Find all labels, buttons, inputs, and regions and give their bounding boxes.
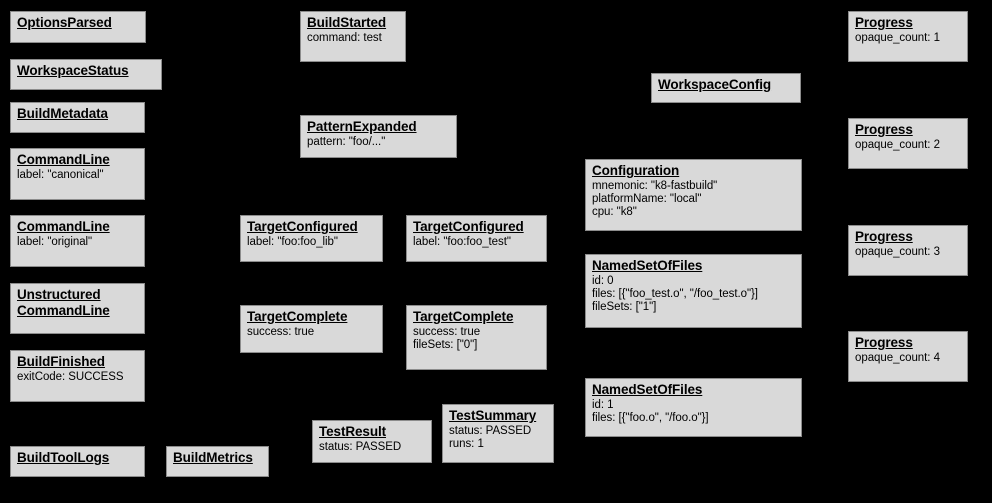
node-field: label: "canonical" [17,168,104,181]
node-title: CommandLine [17,152,110,167]
node-field: pattern: "foo/..." [307,135,386,148]
node-fields: label: "foo:foo_test" [413,236,540,249]
node-field: status: PASSED [449,424,532,437]
node-field: opaque_count: 3 [855,245,940,258]
node-fields: label: "canonical" [17,169,138,182]
node-title: Progress [855,229,913,244]
node-field: mnemonic: "k8-fastbuild" [592,179,718,192]
node-title: BuildStarted [307,15,387,30]
node-field: id: 0 [592,274,614,287]
node-workspace-status[interactable]: WorkspaceStatus [10,59,162,90]
node-fields: opaque_count: 3 [855,246,961,259]
node-field: status: PASSED [319,440,402,453]
node-field: fileSets: ["1"] [592,301,657,314]
node-title: BuildToolLogs [17,450,110,465]
node-title: Configuration [592,163,680,178]
node-field: label: "original" [17,235,93,248]
node-title: WorkspaceStatus [17,63,129,78]
node-fields: label: "original" [17,236,138,249]
node-title: BuildMetrics [173,450,253,465]
node-title: TargetConfigured [413,219,524,234]
node-field: command: test [307,31,382,44]
node-title: Progress [855,122,913,137]
node-title: BuildMetadata [17,106,108,121]
node-fields: mnemonic: "k8-fastbuild"platformName: "l… [592,180,795,220]
node-build-metadata[interactable]: BuildMetadata [10,102,145,133]
node-title: TargetComplete [247,309,348,324]
node-options-parsed[interactable]: OptionsParsed [10,11,146,43]
node-field: success: true [247,325,315,338]
node-field: cpu: "k8" [592,206,637,219]
node-field: opaque_count: 4 [855,351,940,364]
node-field: opaque_count: 2 [855,138,940,151]
node-title: OptionsParsed [17,15,112,30]
node-fields: status: PASSED [319,441,425,454]
node-field: success: true [413,325,481,338]
node-title: Progress [855,335,913,350]
node-build-tool-logs[interactable]: BuildToolLogs [10,446,145,477]
node-field: label: "foo:foo_lib" [247,235,338,248]
node-fields: pattern: "foo/..." [307,136,450,149]
node-unstructured-command-line[interactable]: Unstructured CommandLine [10,283,145,334]
node-build-metrics[interactable]: BuildMetrics [166,446,269,477]
node-title: CommandLine [17,219,110,234]
node-fields: opaque_count: 1 [855,32,961,45]
node-field: platformName: "local" [592,192,702,205]
node-title: TestResult [319,424,387,439]
node-field: label: "foo:foo_test" [413,235,511,248]
node-field: exitCode: SUCCESS [17,370,124,383]
node-title: NamedSetOfFiles [592,382,703,397]
node-fields: opaque_count: 4 [855,352,961,365]
node-fields: command: test [307,32,399,45]
node-title: TargetComplete [413,309,514,324]
node-field: opaque_count: 1 [855,31,940,44]
node-field: runs: 1 [449,437,484,450]
node-title: TestSummary [449,408,537,423]
node-title: PatternExpanded [307,119,417,134]
node-field: files: [{"foo_test.o", "/foo_test.o"}] [592,287,758,300]
node-title: TargetConfigured [247,219,358,234]
node-title: Progress [855,15,913,30]
node-workspace-config[interactable]: WorkspaceConfig [651,73,801,103]
node-fields: opaque_count: 2 [855,139,961,152]
node-title: BuildFinished [17,354,105,369]
node-fields: success: true [247,326,376,339]
node-field: fileSets: ["0"] [413,338,478,351]
node-fields: exitCode: SUCCESS [17,371,138,384]
node-title: WorkspaceConfig [658,77,772,92]
node-field: files: [{"foo.o", "/foo.o"}] [592,411,709,424]
node-title: NamedSetOfFiles [592,258,703,273]
node-field: id: 1 [592,398,614,411]
node-title: Unstructured CommandLine [17,287,110,318]
node-fields: label: "foo:foo_lib" [247,236,376,249]
